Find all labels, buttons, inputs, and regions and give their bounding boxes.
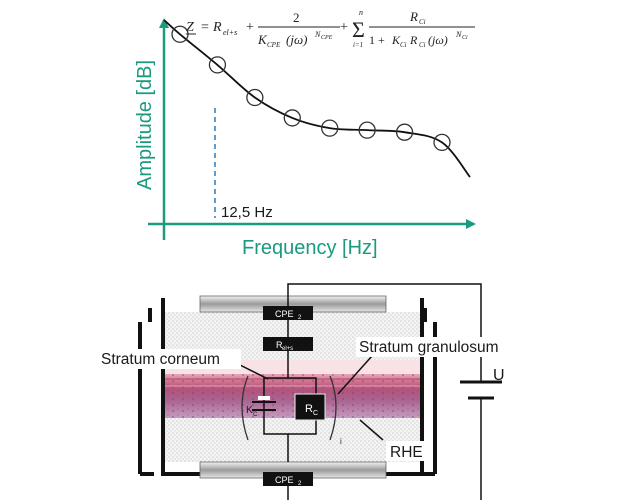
- label-rhe: RHE: [390, 444, 423, 461]
- formula-den-exp: N: [314, 30, 321, 39]
- data-point-8: [433, 133, 451, 152]
- data-point-7: [395, 123, 414, 141]
- granulosum-leader: [337, 355, 373, 395]
- formula-num-rc-sub: Ci: [419, 18, 426, 26]
- formula-num-2: 2: [293, 10, 300, 25]
- frequency-marker-label: 12,5 Hz: [221, 204, 273, 221]
- label-stratum-granulosum: Stratum granulosum: [359, 339, 499, 356]
- skin-cells: [163, 374, 422, 418]
- cpe-top-sub: 2: [298, 315, 302, 321]
- r-el-tag: [263, 337, 313, 351]
- rhe-leader: [359, 419, 384, 441]
- data-points: [171, 25, 451, 152]
- cpe-top-label: CPE: [275, 309, 294, 319]
- data-point-1: [171, 25, 189, 43]
- formula-r-el: R: [212, 20, 222, 35]
- formula-den2-r: R: [409, 33, 418, 47]
- formula-den-jw: (jω): [286, 32, 307, 47]
- formula-den2-jw: (jω): [428, 33, 448, 47]
- bode-chart: Amplitude [dB] Frequency [Hz] 12,5 Hz: [134, 18, 476, 259]
- cpe-bottom-label: CPE: [275, 475, 294, 485]
- formula-den2-r-sub: Ci: [419, 41, 426, 49]
- formula-sum-top: n: [359, 8, 363, 17]
- kc-sub: C: [253, 412, 258, 418]
- rc-label: R: [305, 403, 313, 415]
- formula-plus-1: +: [246, 20, 254, 35]
- data-point-4: [283, 109, 301, 127]
- x-axis-label: Frequency [Hz]: [242, 237, 378, 259]
- formula-den2-one: 1 +: [369, 33, 385, 47]
- cpe-bottom-sub: 2: [298, 481, 302, 487]
- y-axis-label: Amplitude [dB]: [134, 60, 156, 190]
- formula-den2-exp: N: [455, 30, 462, 39]
- fit-curve: [163, 19, 471, 178]
- formula-num-rc: R: [409, 9, 418, 24]
- impedance-formula: Z = R el+s + 2 K CPE (jω) N CPE + n Σ i=…: [186, 8, 475, 49]
- rc-sub: C: [313, 410, 318, 417]
- electrode-setup: U CPE 2 R el+s K C R C i CPE 2: [98, 283, 524, 500]
- cpe-bottom-tag: [263, 472, 313, 486]
- data-point-3: [246, 88, 264, 107]
- r-el-sub: el+s: [282, 346, 293, 352]
- data-point-5: [321, 119, 339, 137]
- formula-sum-bottom: i=1: [353, 41, 363, 49]
- formula-den-k: K: [257, 32, 268, 47]
- data-point-6: [358, 121, 376, 139]
- branch-paren-left: [241, 375, 249, 441]
- data-point-2: [208, 56, 227, 74]
- label-stratum-corneum: Stratum corneum: [101, 351, 220, 368]
- formula-plus-2: +: [340, 20, 348, 35]
- formula-den-exp-sub: CPE: [321, 35, 333, 41]
- wire-top: [287, 283, 482, 382]
- voltage-label: U: [493, 367, 505, 384]
- corneum-leader: [237, 363, 269, 380]
- formula-sigma: Σ: [352, 17, 365, 42]
- kc-label: K: [246, 405, 253, 416]
- branch-index: i: [340, 437, 342, 446]
- r-el-label: R: [276, 340, 283, 350]
- formula-lhs: Z: [186, 20, 194, 35]
- formula-den2-k: K: [391, 33, 401, 47]
- formula-den2-k-sub: Ci: [400, 41, 407, 49]
- lower-medium: [163, 418, 422, 462]
- cpe-top-tag: [263, 306, 313, 320]
- rc-block: [294, 393, 326, 421]
- formula-den-k-sub: CPE: [267, 41, 281, 49]
- formula-r-el-sub: el+s: [223, 28, 237, 37]
- formula-den2-exp-sub: Ci: [462, 35, 468, 41]
- branch-paren-right: [329, 375, 337, 441]
- formula-equals: =: [201, 20, 209, 35]
